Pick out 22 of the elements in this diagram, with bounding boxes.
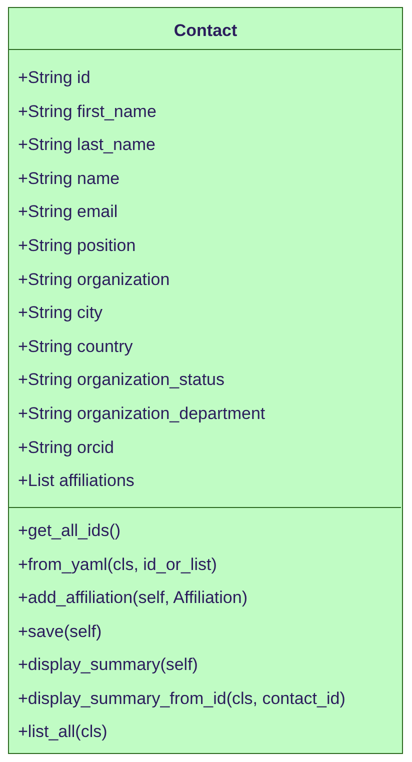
method-text: +list_all(cls) xyxy=(18,722,108,742)
method-text: +save(self) xyxy=(18,622,102,642)
method-text: +display_summary(self) xyxy=(18,655,198,675)
attribute-text: +String last_name xyxy=(18,135,156,156)
attribute-text: +String country xyxy=(18,336,133,357)
attribute-text: +String email xyxy=(18,202,118,222)
attribute-text: +String orcid xyxy=(18,438,114,458)
attribute-text: +String position xyxy=(18,236,136,256)
attribute-text: +String organization xyxy=(18,270,170,290)
class-name: Contact xyxy=(174,21,238,41)
method-text: +get_all_ids() xyxy=(18,521,121,541)
attribute-text: +String first_name xyxy=(18,102,156,122)
attribute-text: +String id xyxy=(18,68,90,88)
method-text: +add_affiliation(self, Affiliation) xyxy=(18,588,248,608)
method-text: +display_summary_from_id(cls, contact_id) xyxy=(18,688,346,708)
attribute-text: +String organization_department xyxy=(18,404,266,424)
method-text: +from_yaml(cls, id_or_list) xyxy=(18,554,217,574)
class-box xyxy=(8,7,403,754)
attribute-text: +List affiliations xyxy=(18,471,134,492)
attribute-text: +String city xyxy=(18,303,103,324)
attribute-text: +String organization_status xyxy=(18,370,224,390)
attribute-text: +String name xyxy=(18,168,120,189)
